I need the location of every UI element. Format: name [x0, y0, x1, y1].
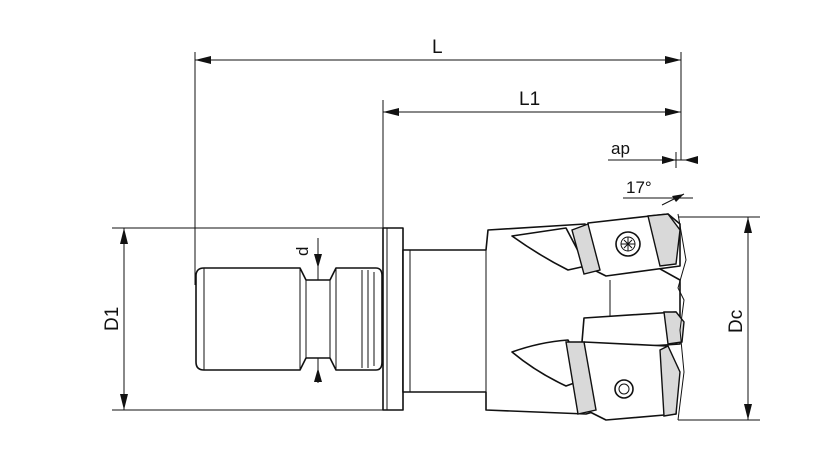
- label-d: d: [293, 247, 312, 256]
- dimension-Dc: Dc: [678, 216, 760, 421]
- label-angle: 17°: [626, 178, 652, 197]
- label-Dc: Dc: [726, 310, 747, 333]
- tool-shank: [195, 267, 383, 371]
- lower-cutting-edge: [511, 339, 681, 421]
- dimension-L1: L1: [382, 89, 681, 228]
- dimension-D1: D1: [102, 227, 384, 411]
- dimension-L: L: [194, 37, 682, 285]
- upper-cutting-edge: [511, 213, 681, 277]
- dimension-angle: 17°: [623, 178, 693, 206]
- label-D1: D1: [102, 307, 123, 331]
- tool-flange: [382, 227, 404, 411]
- middle-insert: [581, 280, 685, 351]
- cutting-profile: [677, 213, 687, 421]
- label-L1: L1: [519, 89, 540, 110]
- dimension-ap: ap: [608, 139, 698, 168]
- label-L: L: [432, 37, 443, 58]
- label-ap: ap: [611, 139, 630, 158]
